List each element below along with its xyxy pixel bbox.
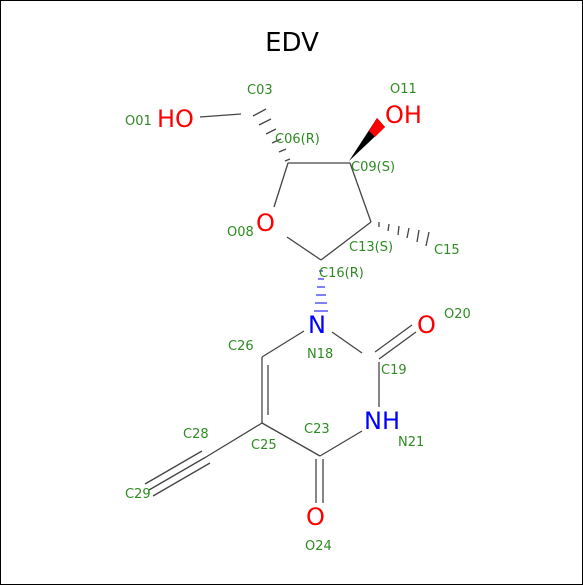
atom-n18-symbol: N	[308, 311, 326, 339]
hash-bond-c13-c15	[378, 222, 430, 247]
bond-c16-o08	[286, 236, 322, 261]
label-c13: C13(S)	[349, 240, 393, 255]
molecule-title: EDV	[265, 28, 319, 58]
label-c09: C09(S)	[351, 160, 395, 175]
bond-c23-c25	[261, 422, 321, 457]
bond-o01-c03	[199, 113, 242, 118]
label-c23: C23	[304, 422, 330, 437]
wedge-bond-c09-o11-tip	[369, 118, 385, 137]
label-c15: C15	[434, 243, 460, 258]
label-c16: C16(R)	[319, 266, 364, 281]
bond-c28-c29-b	[144, 450, 203, 485]
label-c06: C06(R)	[275, 132, 320, 147]
label-o11: O11	[390, 82, 417, 97]
atom-n21-symbol: NH	[364, 407, 400, 435]
bond-c19-o20-b	[374, 324, 413, 353]
atom-labels: O01 C03 O11 C06(R) C09(S) O08 C13(S) C15…	[125, 82, 471, 554]
label-o08: O08	[227, 225, 254, 240]
bond-c28-c29-c	[152, 462, 211, 497]
bond-c28-c29-a	[148, 456, 207, 491]
bond-n21-c23	[319, 430, 363, 457]
bond-n18-c26	[261, 330, 305, 358]
label-n18: N18	[307, 347, 333, 362]
atom-o11-symbol: OH	[385, 101, 422, 129]
label-o20: O20	[444, 307, 471, 322]
hash-bond-c06-c03	[252, 108, 291, 162]
bonds	[144, 113, 417, 503]
label-c19: C19	[381, 363, 407, 378]
bond-c25-c28	[205, 422, 263, 458]
atom-o24-symbol: O	[306, 503, 325, 531]
bond-o08-c06	[273, 162, 289, 208]
label-c25: C25	[251, 438, 277, 453]
label-c03: C03	[247, 83, 273, 98]
hash-bond-c16-n18	[314, 270, 328, 312]
label-o24: O24	[305, 539, 332, 554]
atom-o01-symbol: HO	[157, 105, 194, 133]
atom-o08-symbol: O	[256, 209, 275, 237]
label-c26: C26	[228, 339, 254, 354]
bond-n18-c19	[331, 331, 363, 354]
atom-o20-symbol: O	[417, 311, 436, 339]
bond-c13-c16	[320, 221, 372, 261]
bond-c09-c13	[349, 162, 372, 223]
label-c29: C29	[125, 487, 151, 502]
label-n21: N21	[398, 435, 424, 450]
label-c28: C28	[183, 427, 209, 442]
bond-c19-o20-a	[378, 331, 417, 360]
label-o01: O01	[125, 114, 152, 129]
